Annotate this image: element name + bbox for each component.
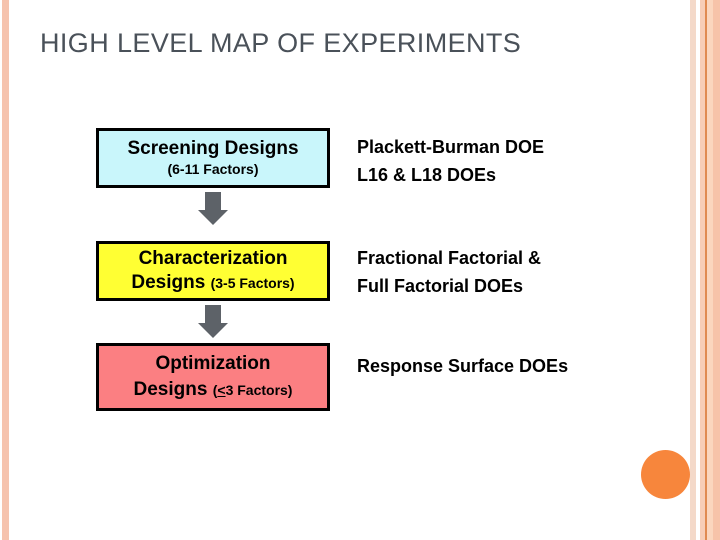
examples-screening: Plackett-Burman DOE L16 & L18 DOEs xyxy=(357,134,544,190)
flow-box-optimization-subtitle: Designs (<3 Factors) xyxy=(99,378,327,401)
flow-box-optimization[interactable]: Optimization Designs (<3 Factors) xyxy=(96,343,330,411)
down-arrow-icon-1 xyxy=(198,192,228,226)
flow-box-screening-factors: (6-11 Factors) xyxy=(167,161,259,178)
examples-optimization-line-1: Response Surface DOEs xyxy=(357,356,569,376)
examples-optimization: Response Surface DOEs xyxy=(357,353,568,381)
right-edge-stripe-1 xyxy=(690,0,696,540)
down-arrow-icon-2 xyxy=(198,305,228,339)
flow-box-characterization[interactable]: Characterization Designs (3-5 Factors) xyxy=(96,241,330,301)
paren-open: ( xyxy=(212,381,218,398)
arrow-head xyxy=(198,323,228,338)
flow-box-optimization-designs-label: Designs xyxy=(133,378,208,400)
flow-box-screening-title: Screening Designs xyxy=(127,137,299,159)
flow-box-optimization-factors: (<3 Factors) xyxy=(213,382,293,398)
left-edge-stripe xyxy=(2,0,9,540)
less-than-or-equal-glyph: < xyxy=(217,381,226,398)
factors-count-label: 3 Factors) xyxy=(225,381,293,398)
examples-screening-line-2: L16 & L18 DOEs xyxy=(357,164,497,185)
flow-box-characterization-subtitle: Designs (3-5 Factors) xyxy=(99,271,327,294)
examples-characterization: Fractional Factorial & Full Factorial DO… xyxy=(357,245,541,301)
examples-characterization-line-1: Fractional Factorial & xyxy=(357,248,542,268)
right-edge-stripe-2 xyxy=(700,0,705,540)
examples-screening-line-1: Plackett-Burman DOE xyxy=(357,137,545,157)
arrow-shaft xyxy=(205,305,221,323)
flow-box-characterization-factors: (3-5 Factors) xyxy=(210,274,295,291)
right-edge-stripe-3 xyxy=(707,0,713,540)
page-title: HIGH LEVEL MAP OF EXPERIMENTS xyxy=(40,28,522,58)
arrow-head xyxy=(198,210,228,225)
arrow-shaft xyxy=(205,192,221,210)
right-edge-rule xyxy=(705,0,707,540)
flow-box-characterization-designs-label: Designs xyxy=(131,271,206,293)
right-edge-stripe-4 xyxy=(713,0,720,540)
flow-box-characterization-title: Characterization xyxy=(138,247,288,269)
examples-characterization-line-2: Full Factorial DOEs xyxy=(357,275,524,296)
flow-box-optimization-title: Optimization xyxy=(155,352,271,374)
flow-box-screening[interactable]: Screening Designs (6-11 Factors) xyxy=(96,128,330,188)
orange-circle-decoration xyxy=(641,450,690,499)
